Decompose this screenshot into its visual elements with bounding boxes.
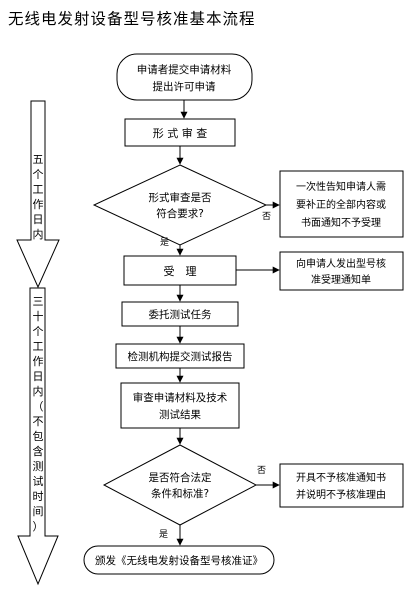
notice-accept-node <box>279 251 404 291</box>
decision2-line: 条件和标准? <box>151 487 209 500</box>
five-days-char: 内 <box>33 227 44 241</box>
thirty-days-char: 工 <box>33 340 44 353</box>
commission-label: 委托测试任务 <box>149 308 212 321</box>
page-title: 无线电发射设备型号核准基本流程 <box>8 10 256 28</box>
accept-label: 受 理 <box>164 265 197 278</box>
review-line: 审查申请材料及技术 <box>133 391 228 404</box>
five-days-label: 五 个 工 作 日 内 <box>33 153 44 241</box>
formal-review-node <box>124 118 236 147</box>
five-days-char: 个 <box>33 168 44 181</box>
thirty-days-char: 个 <box>33 325 44 338</box>
accept-node <box>123 255 237 286</box>
thirty-days-char: （ <box>33 400 44 413</box>
five-days-char: 五 <box>33 153 44 166</box>
reject2-line: 并说明不予核准理由 <box>296 488 386 501</box>
thirty-days-char: 含 <box>33 444 44 458</box>
decision2-node <box>102 444 258 526</box>
reject2-line: 开具不予核准通知书 <box>296 471 386 484</box>
edge-label-no2: 否 <box>257 465 266 476</box>
thirty-days-char: 测 <box>33 460 44 473</box>
reject1-line: 要补正的全部内容或 <box>296 198 386 211</box>
decision2-line: 是否符合法定 <box>149 471 212 484</box>
thirty-days-char: 不 <box>33 415 44 428</box>
reject1-line: 书面通知不予受理 <box>301 216 381 229</box>
formal-review-label: 形 式 审 查 <box>153 126 208 140</box>
review-line: 测试结果 <box>159 408 201 421</box>
thirty-days-char: 十 <box>33 309 44 323</box>
reject2-node <box>279 463 404 508</box>
start-node-line: 申请者提交申请材料 <box>137 63 232 76</box>
edge-label-yes1: 是 <box>160 237 169 248</box>
thirty-days-char: 日 <box>33 370 44 383</box>
thirty-days-char: 内 <box>33 384 44 398</box>
thirty-days-label: 三 十 个 工 作 日 内 （ 不 包 含 测 试 时 间 ） <box>33 295 44 533</box>
five-days-arrow <box>16 100 60 289</box>
thirty-days-char: 作 <box>33 355 44 368</box>
end-label: 颁发《无线电发射设备型号核准证》 <box>95 554 263 567</box>
five-days-char: 日 <box>33 213 44 226</box>
thirty-days-char: ） <box>33 520 44 533</box>
review-node <box>120 382 240 429</box>
five-days-char: 作 <box>33 198 44 211</box>
edge-label-no1: 否 <box>262 211 271 222</box>
thirty-days-char: 三 <box>33 295 44 308</box>
start-node-line: 提出许可申请 <box>153 80 216 93</box>
notice-accept-line: 准受理通知单 <box>311 273 371 286</box>
thirty-days-arrow <box>17 287 59 586</box>
reject1-line: 一次性告知申请人需 <box>296 180 386 193</box>
thirty-days-char: 时 <box>33 490 44 503</box>
report-node <box>115 343 245 369</box>
start-node <box>116 53 253 101</box>
notice-accept-line: 向申请人发出型号核 <box>296 257 386 270</box>
decision1-line: 形式审查是否 <box>149 191 212 204</box>
thirty-days-char: 间 <box>33 505 44 518</box>
reject1-node <box>279 170 404 238</box>
decision1-node <box>92 164 268 246</box>
edge-label-yes2: 是 <box>159 529 168 540</box>
commission-node <box>121 301 239 327</box>
five-days-char: 工 <box>33 183 44 196</box>
thirty-days-char: 试 <box>33 475 44 488</box>
decision1-line: 符合要求? <box>156 207 204 220</box>
end-node <box>83 545 275 575</box>
report-label: 检测机构提交测试报告 <box>128 350 233 363</box>
thirty-days-char: 包 <box>33 430 44 443</box>
